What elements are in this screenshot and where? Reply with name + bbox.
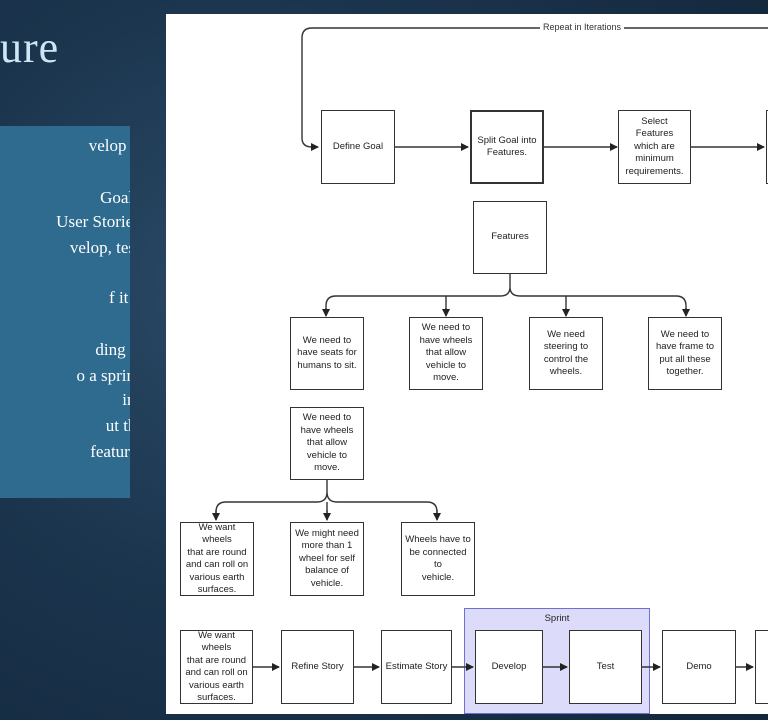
node-demo: Demo xyxy=(662,630,736,704)
node-next-step xyxy=(766,110,768,184)
bullet-line: ing xyxy=(122,390,130,409)
node-flow-story: We want wheels that are round and can ro… xyxy=(180,630,253,704)
node-define-goal: Define Goal xyxy=(321,110,395,184)
node-estimate-story: Estimate Story xyxy=(381,630,452,704)
loop-connector xyxy=(301,27,768,151)
bullet-line: features xyxy=(90,442,130,461)
node-story-round-wheels: We want wheels that are round and can ro… xyxy=(180,522,254,596)
tree-features xyxy=(325,274,687,314)
node-feature-seats: We need to have seats for humans to sit. xyxy=(290,317,364,390)
connector-layer xyxy=(212,27,768,671)
bullet-line: o a sprint. xyxy=(76,366,130,385)
bullet-line: f it is xyxy=(109,288,130,307)
node-feature-steering: We need steering to control the wheels. xyxy=(529,317,603,390)
node-refine-story: Refine Story xyxy=(281,630,354,704)
node-develop: Develop xyxy=(475,630,543,704)
node-final-step xyxy=(755,630,768,704)
slide-title: ure xyxy=(0,23,60,72)
loop-label: Repeat in Iterations xyxy=(540,22,625,32)
tree-wheels xyxy=(215,480,438,514)
node-split-goal: Split Goal into Features. xyxy=(470,110,544,184)
node-wheels-parent: We need to have wheels that allow vehicl… xyxy=(290,407,364,480)
node-test: Test xyxy=(569,630,642,704)
node-feature-frame: We need to have frame to put all these t… xyxy=(648,317,722,390)
node-features: Features xyxy=(473,201,547,274)
bullet-panel: velop in Goals. User Stories. velop, tes… xyxy=(0,126,130,498)
sprint-label: Sprint xyxy=(544,613,570,624)
bullet-line: velop in xyxy=(88,136,130,155)
bullet-line: ut the xyxy=(105,416,130,435)
bullet-line: velop, test, xyxy=(69,238,130,257)
bullet-line: ding or xyxy=(95,340,130,359)
node-select-features: Select Features which are minimum requir… xyxy=(618,110,691,184)
bullet-line: Goals. xyxy=(100,188,130,207)
bullet-line: User Stories. xyxy=(56,212,130,231)
node-story-connected: Wheels have to be connected to vehicle. xyxy=(401,522,475,596)
node-feature-wheels: We need to have wheels that allow vehicl… xyxy=(409,317,483,390)
diagram-panel: Sprint xyxy=(166,14,768,714)
node-story-more-wheels: We might need more than 1 wheel for self… xyxy=(290,522,364,596)
